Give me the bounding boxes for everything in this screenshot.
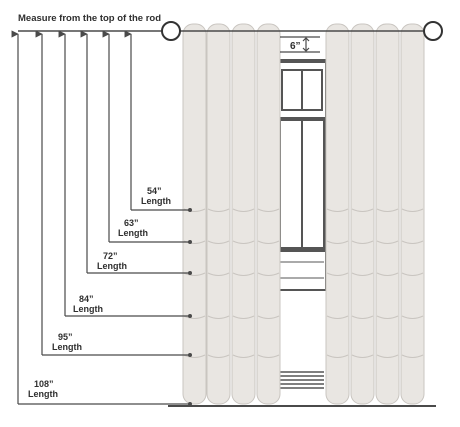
length-unit-6: Length bbox=[28, 389, 58, 399]
length-unit-1: Length bbox=[141, 196, 171, 206]
gap-label: 6” bbox=[290, 41, 301, 52]
length-value-5: 95” bbox=[58, 332, 73, 342]
left-curtain-pleat bbox=[206, 23, 231, 405]
length-value-6: 108” bbox=[34, 379, 54, 389]
left-curtain-seam bbox=[207, 208, 230, 212]
right-curtain-seam bbox=[376, 240, 399, 244]
right-curtain-seam bbox=[401, 315, 424, 319]
window bbox=[276, 59, 328, 291]
right-curtain-seam bbox=[376, 315, 399, 319]
right-curtain-pleat bbox=[325, 23, 350, 405]
left-curtain-seam bbox=[257, 354, 280, 358]
length-value-1: 54” bbox=[147, 186, 162, 196]
left-curtain-seam bbox=[232, 208, 255, 212]
right-curtain-pleat bbox=[400, 23, 425, 405]
right-curtain-panel bbox=[325, 23, 425, 405]
length-unit-3: Length bbox=[97, 261, 127, 271]
right-curtain-seam bbox=[401, 240, 424, 244]
left-curtain-seam bbox=[183, 315, 206, 319]
right-curtain-seam bbox=[351, 208, 374, 212]
right-curtain-seam bbox=[326, 272, 349, 276]
length-unit-2: Length bbox=[118, 228, 148, 238]
left-curtain-pleat bbox=[256, 23, 281, 405]
length-marker-4 bbox=[188, 314, 192, 318]
length-marker-3 bbox=[188, 271, 192, 275]
left-curtain-pleat bbox=[182, 23, 207, 405]
left-curtain-seam bbox=[257, 208, 280, 212]
left-curtain-seam bbox=[207, 272, 230, 276]
length-value-2: 63” bbox=[124, 218, 139, 228]
right-curtain-seam bbox=[351, 240, 374, 244]
left-curtain-seam bbox=[232, 354, 255, 358]
left-curtain-seam bbox=[232, 315, 255, 319]
left-curtain-seam bbox=[207, 240, 230, 244]
rod-finial-left bbox=[161, 21, 181, 41]
left-curtain-seam bbox=[183, 354, 206, 358]
left-curtain-seam bbox=[232, 240, 255, 244]
right-curtain-seam bbox=[326, 354, 349, 358]
right-curtain-seam bbox=[351, 272, 374, 276]
right-curtain-seam bbox=[376, 272, 399, 276]
right-curtain-seam bbox=[401, 208, 424, 212]
left-curtain-seam bbox=[207, 315, 230, 319]
length-marker-2 bbox=[188, 240, 192, 244]
right-curtain-seam bbox=[401, 354, 424, 358]
length-value-3: 72” bbox=[103, 251, 118, 261]
length-unit-4: Length bbox=[73, 304, 103, 314]
baseboard-vent bbox=[280, 371, 324, 389]
length-marker-5 bbox=[188, 353, 192, 357]
right-curtain-seam bbox=[326, 240, 349, 244]
gap-dimension bbox=[280, 36, 320, 53]
length-marker-1 bbox=[188, 208, 192, 212]
right-curtain-pleat bbox=[375, 23, 400, 405]
right-curtain-seam bbox=[376, 354, 399, 358]
right-curtain-seam bbox=[351, 354, 374, 358]
left-curtain-seam bbox=[232, 272, 255, 276]
length-unit-5: Length bbox=[52, 342, 82, 352]
right-curtain-seam bbox=[376, 208, 399, 212]
left-curtain-pleat bbox=[231, 23, 256, 405]
left-curtain-seam bbox=[257, 272, 280, 276]
left-curtain-panel bbox=[182, 23, 281, 405]
left-curtain-seam bbox=[207, 354, 230, 358]
rod-finial-right bbox=[423, 21, 443, 41]
length-value-4: 84” bbox=[79, 294, 94, 304]
left-curtain-seam bbox=[257, 315, 280, 319]
diagram-title: Measure from the top of the rod bbox=[18, 13, 161, 24]
right-curtain-pleat bbox=[350, 23, 375, 405]
length-measurements: 54”Length63”Length72”Length84”Length95”L… bbox=[11, 30, 192, 406]
left-curtain-seam bbox=[257, 240, 280, 244]
right-curtain-seam bbox=[326, 208, 349, 212]
right-curtain-seam bbox=[351, 315, 374, 319]
left-curtain-seam bbox=[183, 272, 206, 276]
right-curtain-seam bbox=[401, 272, 424, 276]
right-curtain-seam bbox=[326, 315, 349, 319]
